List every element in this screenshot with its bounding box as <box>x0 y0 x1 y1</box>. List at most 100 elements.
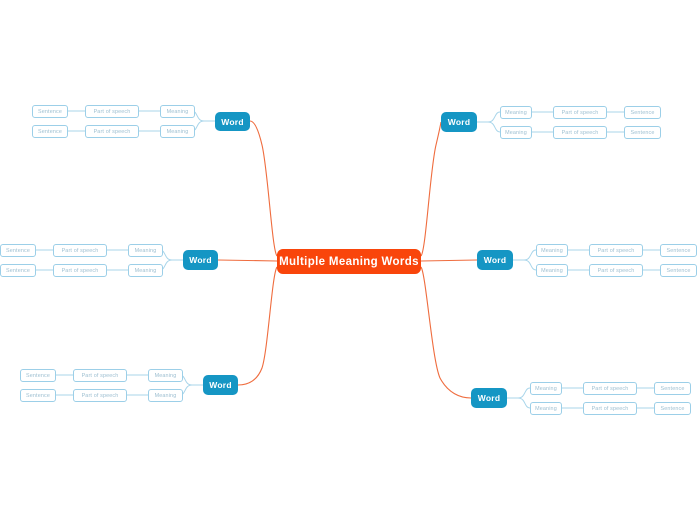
word-node-label: Word <box>477 393 501 403</box>
sentence-node-label: Sentence <box>6 247 30 254</box>
sentence-node-middle-left-2[interactable]: Sentence <box>0 264 36 277</box>
root-node-label: Multiple Meaning Words <box>279 255 419 268</box>
sentence-node-top-left-1[interactable]: Sentence <box>32 105 68 118</box>
meaning-node-label: Meaning <box>505 129 527 136</box>
meaning-node-bottom-right-1[interactable]: Meaning <box>530 382 562 395</box>
part-of-speech-node-top-left-2[interactable]: Part of speech <box>85 125 139 138</box>
connector-root-to-bottom-right <box>420 266 472 399</box>
meaning-node-label: Meaning <box>535 405 557 412</box>
part-of-speech-node-label: Part of speech <box>561 109 599 116</box>
meaning-node-top-left-2[interactable]: Meaning <box>160 125 195 138</box>
meaning-node-middle-right-1[interactable]: Meaning <box>536 244 568 257</box>
word-node-top-left[interactable]: Word <box>215 112 250 131</box>
subconnectors-branch-middle-right <box>513 249 660 271</box>
part-of-speech-node-label: Part of speech <box>597 267 635 274</box>
part-of-speech-node-label: Part of speech <box>81 372 119 379</box>
sentence-node-label: Sentence <box>26 392 50 399</box>
sentence-node-top-right-1[interactable]: Sentence <box>624 106 661 119</box>
sentence-node-bottom-right-2[interactable]: Sentence <box>654 402 691 415</box>
meaning-node-top-right-1[interactable]: Meaning <box>500 106 532 119</box>
sentence-node-label: Sentence <box>666 267 691 274</box>
word-node-middle-right[interactable]: Word <box>477 250 513 270</box>
part-of-speech-node-top-right-2[interactable]: Part of speech <box>553 126 607 139</box>
meaning-node-middle-left-2[interactable]: Meaning <box>128 264 163 277</box>
sentence-node-middle-right-1[interactable]: Sentence <box>660 244 697 257</box>
part-of-speech-node-bottom-left-1[interactable]: Part of speech <box>73 369 127 382</box>
connector-root-to-middle-left <box>217 259 278 262</box>
part-of-speech-node-label: Part of speech <box>81 392 119 399</box>
word-node-bottom-left[interactable]: Word <box>203 375 238 395</box>
part-of-speech-node-middle-left-1[interactable]: Part of speech <box>53 244 107 257</box>
sentence-node-label: Sentence <box>660 385 685 392</box>
meaning-node-label: Meaning <box>166 128 189 135</box>
sentence-node-label: Sentence <box>38 128 62 135</box>
connector-root-to-top-left <box>249 120 278 257</box>
bracket-top-right-2 <box>487 121 501 133</box>
word-node-label: Word <box>483 255 507 265</box>
part-of-speech-node-bottom-left-2[interactable]: Part of speech <box>73 389 127 402</box>
meaning-node-top-left-1[interactable]: Meaning <box>160 105 195 118</box>
meaning-node-label: Meaning <box>505 109 527 116</box>
part-of-speech-node-top-right-1[interactable]: Part of speech <box>553 106 607 119</box>
part-of-speech-node-label: Part of speech <box>93 108 131 115</box>
meaning-node-label: Meaning <box>134 267 157 274</box>
sentence-node-label: Sentence <box>630 129 655 136</box>
part-of-speech-node-label: Part of speech <box>561 129 599 136</box>
word-node-label: Word <box>447 117 471 127</box>
part-of-speech-node-middle-right-2[interactable]: Part of speech <box>589 264 643 277</box>
sentence-node-bottom-left-1[interactable]: Sentence <box>20 369 56 382</box>
meaning-node-bottom-left-2[interactable]: Meaning <box>148 389 183 402</box>
sentence-node-label: Sentence <box>666 247 691 254</box>
meaning-node-label: Meaning <box>541 247 563 254</box>
sentence-node-bottom-right-1[interactable]: Sentence <box>654 382 691 395</box>
part-of-speech-node-bottom-right-2[interactable]: Part of speech <box>583 402 637 415</box>
word-node-label: Word <box>189 255 212 265</box>
word-node-label: Word <box>221 116 244 127</box>
meaning-node-middle-left-1[interactable]: Meaning <box>128 244 163 257</box>
sentence-node-label: Sentence <box>38 108 62 115</box>
meaning-node-bottom-right-2[interactable]: Meaning <box>530 402 562 415</box>
part-of-speech-node-label: Part of speech <box>591 405 629 412</box>
meaning-node-label: Meaning <box>134 247 157 254</box>
connector-root-to-bottom-left <box>237 266 278 386</box>
sentence-node-label: Sentence <box>6 267 30 274</box>
bracket-middle-right-2 <box>523 259 537 271</box>
word-node-top-right[interactable]: Word <box>441 112 477 132</box>
word-node-middle-left[interactable]: Word <box>183 250 218 270</box>
sentence-node-label: Sentence <box>26 372 50 379</box>
connector-root-to-middle-right <box>420 259 478 262</box>
part-of-speech-node-top-left-1[interactable]: Part of speech <box>85 105 139 118</box>
part-of-speech-node-middle-right-1[interactable]: Part of speech <box>589 244 643 257</box>
part-of-speech-node-bottom-right-1[interactable]: Part of speech <box>583 382 637 395</box>
sentence-node-label: Sentence <box>660 405 685 412</box>
meaning-node-label: Meaning <box>166 108 189 115</box>
sentence-node-top-left-2[interactable]: Sentence <box>32 125 68 138</box>
meaning-node-label: Meaning <box>541 267 563 274</box>
connector-root-to-top-right <box>420 121 442 257</box>
sentence-node-bottom-left-2[interactable]: Sentence <box>20 389 56 402</box>
part-of-speech-node-label: Part of speech <box>93 128 131 135</box>
part-of-speech-node-label: Part of speech <box>61 267 99 274</box>
sentence-node-top-right-2[interactable]: Sentence <box>624 126 661 139</box>
meaning-node-label: Meaning <box>535 385 557 392</box>
part-of-speech-node-middle-left-2[interactable]: Part of speech <box>53 264 107 277</box>
meaning-node-bottom-left-1[interactable]: Meaning <box>148 369 183 382</box>
sentence-node-middle-left-1[interactable]: Sentence <box>0 244 36 257</box>
bracket-bottom-right-2 <box>517 397 531 409</box>
meaning-node-label: Meaning <box>154 372 177 379</box>
word-node-label: Word <box>209 380 232 390</box>
part-of-speech-node-label: Part of speech <box>61 247 99 254</box>
part-of-speech-node-label: Part of speech <box>597 247 635 254</box>
main-connectors <box>217 120 478 399</box>
sentence-node-middle-right-2[interactable]: Sentence <box>660 264 697 277</box>
part-of-speech-node-label: Part of speech <box>591 385 629 392</box>
subconnectors-branch-top-right <box>477 111 624 133</box>
subconnectors-branch-bottom-right <box>507 387 654 409</box>
root-node[interactable]: Multiple Meaning Words <box>277 249 421 274</box>
meaning-node-label: Meaning <box>154 392 177 399</box>
word-node-bottom-right[interactable]: Word <box>471 388 507 408</box>
meaning-node-top-right-2[interactable]: Meaning <box>500 126 532 139</box>
meaning-node-middle-right-2[interactable]: Meaning <box>536 264 568 277</box>
